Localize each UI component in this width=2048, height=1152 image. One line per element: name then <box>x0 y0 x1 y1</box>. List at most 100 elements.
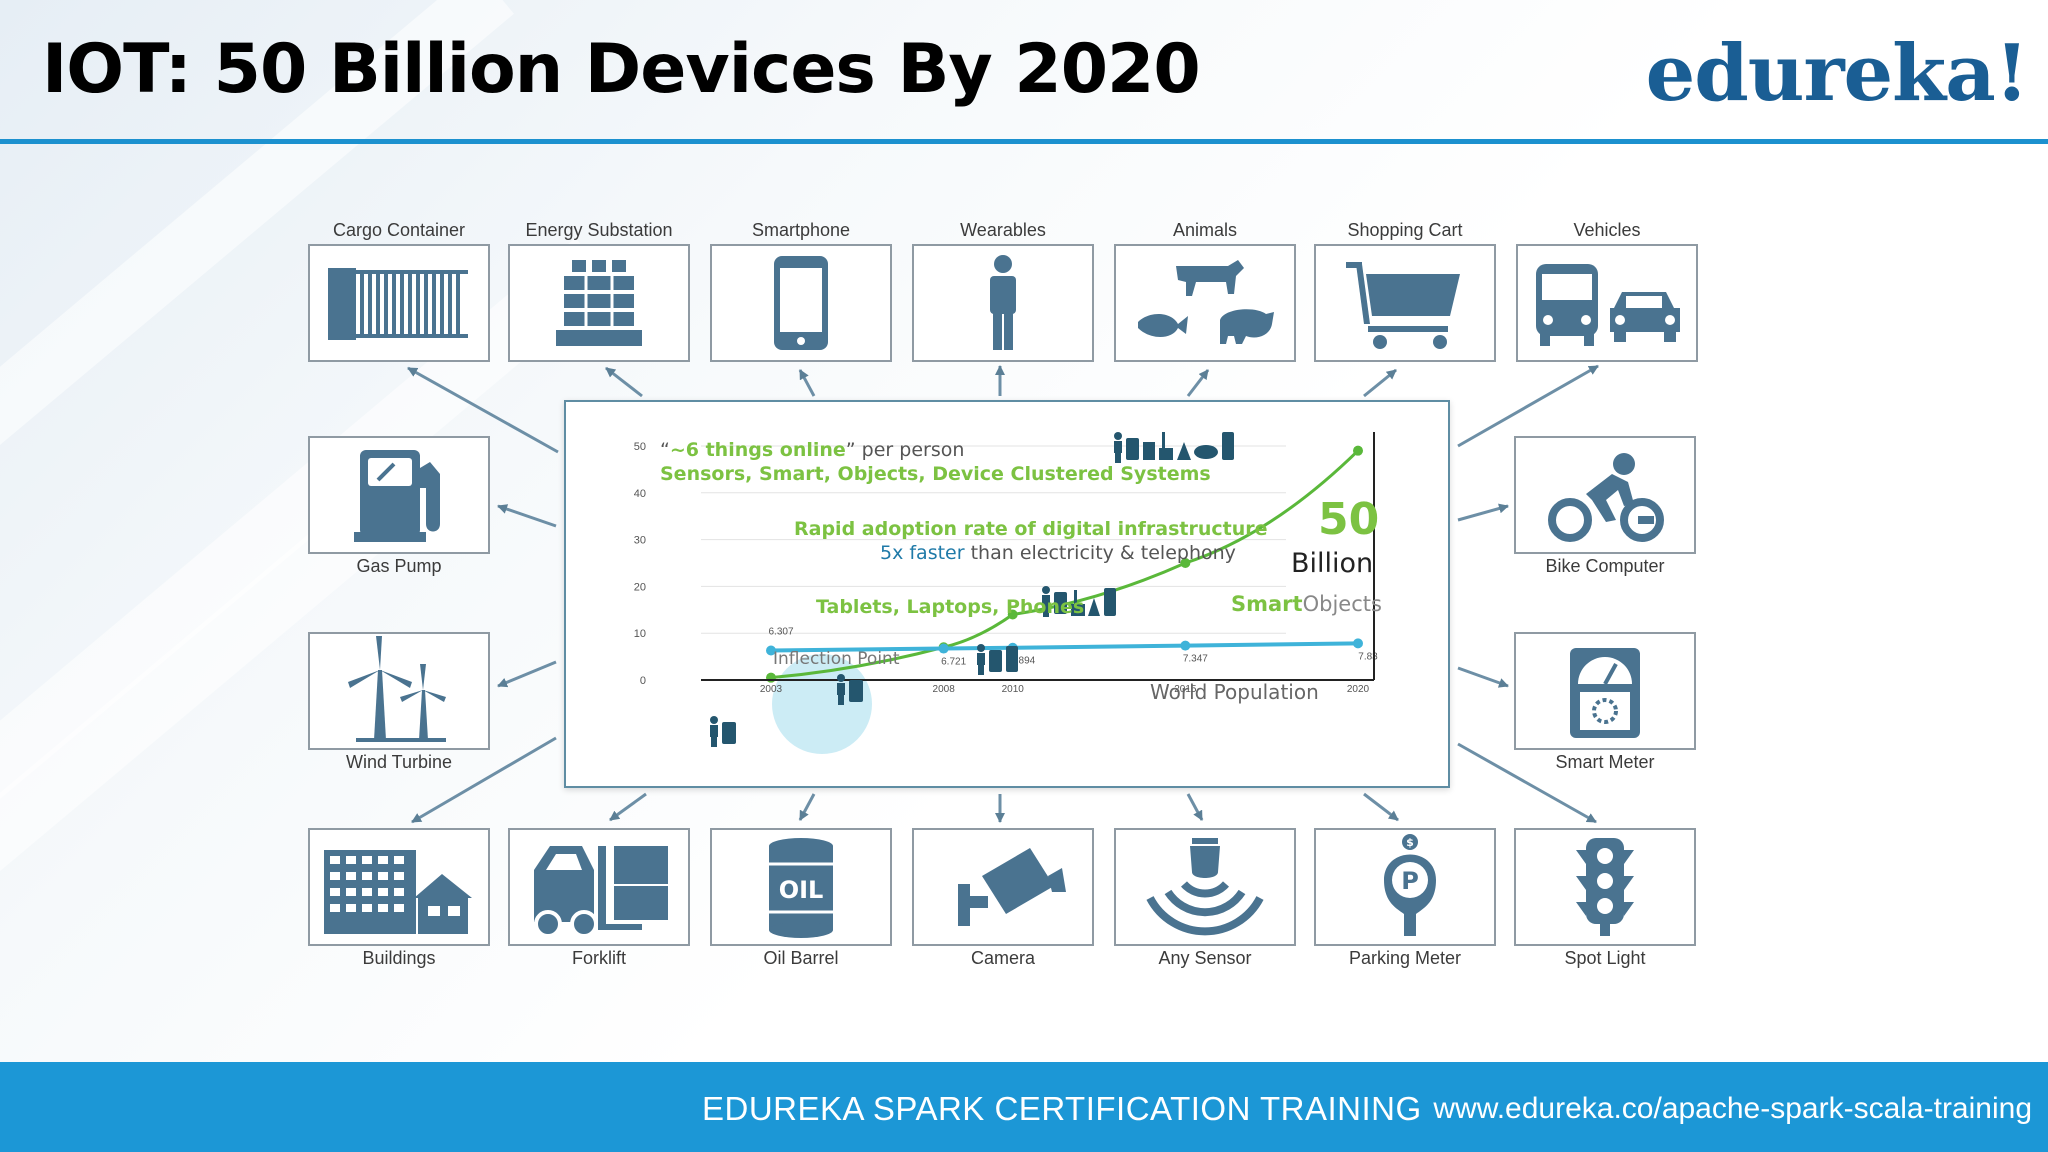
per-person-text: ” per person <box>845 439 965 461</box>
arrow-forklift <box>609 792 647 822</box>
device-wearables[interactable] <box>912 244 1094 362</box>
devices-2020-icon <box>1114 432 1234 463</box>
inflection-point-highlight <box>772 654 872 754</box>
growth-curve-point <box>1353 445 1363 456</box>
y-tick-label: 0 <box>640 675 646 687</box>
device-smartphone[interactable] <box>710 244 892 362</box>
label-gas-pump: Gas Pump <box>356 556 442 576</box>
device-parking-meter[interactable]: $ P <box>1314 828 1496 946</box>
device-oil-barrel[interactable]: OIL <box>710 828 892 946</box>
arrow-oil-barrel <box>798 793 816 821</box>
y-tick-label: 40 <box>634 488 646 500</box>
smart-meter-icon <box>1570 648 1640 738</box>
arrow-buildings <box>411 736 557 824</box>
gas-pump-icon <box>354 450 440 542</box>
device-wind-turbine[interactable] <box>308 632 490 750</box>
smart-objects-label: SmartObjects <box>1231 592 1382 616</box>
label-spot-light: Spot Light <box>1564 948 1646 968</box>
x-tick-label: 2015 <box>1174 684 1197 695</box>
devices-2008-icon <box>837 674 863 705</box>
device-buildings[interactable] <box>308 828 490 946</box>
parking-p-text: P <box>1401 867 1419 895</box>
device-smart-meter[interactable] <box>1514 632 1696 750</box>
vehicles-icon <box>1536 264 1680 346</box>
world-population-point <box>1353 638 1363 649</box>
label-smartphone: Smartphone <box>751 220 851 240</box>
world-population-label: World Population <box>1150 680 1319 704</box>
arrow-animals <box>1186 369 1210 397</box>
traffic-light-icon <box>1576 838 1634 936</box>
arrow-gas-pump <box>497 504 557 528</box>
footer-title: EDUREKA SPARK CERTIFICATION TRAINING <box>702 1090 1422 1127</box>
label-smart-meter: Smart Meter <box>1555 752 1655 772</box>
smartphone-icon <box>774 256 828 350</box>
device-spot-light[interactable] <box>1514 828 1696 946</box>
parking-meter-icon: $ P <box>1384 834 1436 936</box>
growth-curve-point <box>1180 558 1191 568</box>
x-tick-label: 2008 <box>933 684 956 695</box>
arrow-spot-light <box>1457 742 1597 824</box>
label-energy-substation: Energy Substation <box>525 220 673 240</box>
device-cargo-container[interactable] <box>308 244 490 362</box>
device-bike-computer[interactable] <box>1514 436 1696 554</box>
devices-2003-icon <box>710 716 736 747</box>
inflection-point-label: Inflection Point <box>773 649 900 669</box>
label-bike-computer: Bike Computer <box>1545 556 1665 576</box>
world-population-point <box>938 643 949 654</box>
label-wearables: Wearables <box>960 220 1046 240</box>
growth-curve-point <box>1007 609 1018 620</box>
label-parking-meter: Parking Meter <box>1348 948 1462 968</box>
arrow-any-sensor <box>1186 793 1204 821</box>
faster-annotation: 5x faster than electricity & telephony <box>880 542 1236 564</box>
devices-2015-icon <box>1042 586 1116 617</box>
y-tick-label: 20 <box>634 581 646 593</box>
forklift-icon <box>534 846 668 938</box>
arrow-parking-meter <box>1363 792 1399 822</box>
world-population-point <box>1180 640 1191 651</box>
faster-highlight: 5x faster <box>880 542 965 564</box>
x-tick-label: 2003 <box>760 684 783 695</box>
arrow-smart-meter <box>1457 666 1509 688</box>
than-electricity-text: than electricity & telephony <box>964 542 1236 564</box>
devices-2010-icon <box>977 644 1018 675</box>
device-gas-pump[interactable] <box>308 436 490 554</box>
bike-computer-icon <box>1548 453 1664 542</box>
arrow-shopping-cart <box>1363 368 1397 398</box>
things-online-highlight: ~6 things online <box>669 439 846 461</box>
person-icon <box>990 255 1016 350</box>
parking-dollar-text: $ <box>1406 836 1414 849</box>
device-animals[interactable] <box>1114 244 1296 362</box>
header-divider <box>0 139 2048 144</box>
label-any-sensor: Any Sensor <box>1158 948 1252 968</box>
x-tick-label: 2020 <box>1347 684 1370 695</box>
device-any-sensor[interactable] <box>1114 828 1296 946</box>
oil-barrel-text: OIL <box>779 876 824 904</box>
device-vehicles[interactable] <box>1516 244 1698 362</box>
label-animals: Animals <box>1172 220 1238 240</box>
arrow-smartphone <box>798 369 816 397</box>
wind-turbine-icon <box>348 636 446 742</box>
things-online-annotation: “~6 things online” per person <box>660 439 964 461</box>
shopping-cart-icon <box>1346 262 1460 349</box>
tablets-annotation: Tablets, Laptops, Phones <box>816 596 1085 618</box>
footer-url[interactable]: www.edureka.co/apache-spark-scala-traini… <box>1433 1092 2032 1125</box>
page-title: IOT: 50 Billion Devices By 2020 <box>42 30 1201 109</box>
sensor-icon <box>1146 838 1264 936</box>
label-buildings: Buildings <box>362 948 436 968</box>
device-forklift[interactable] <box>508 828 690 946</box>
device-camera[interactable] <box>912 828 1094 946</box>
device-energy-substation[interactable] <box>508 244 690 362</box>
label-wind-turbine: Wind Turbine <box>345 752 453 772</box>
arrow-wind-turbine <box>497 660 557 688</box>
label-cargo-container: Cargo Container <box>332 220 466 240</box>
population-data-label: 7.83 <box>1358 651 1378 662</box>
label-shopping-cart: Shopping Cart <box>1347 220 1463 240</box>
population-data-label: 6.894 <box>1010 656 1035 667</box>
sensors-annotation: Sensors, Smart, Objects, Device Clustere… <box>660 463 1211 485</box>
smart-text: Smart <box>1231 592 1303 616</box>
footer-bar <box>0 1062 2048 1152</box>
device-shopping-cart[interactable] <box>1314 244 1496 362</box>
